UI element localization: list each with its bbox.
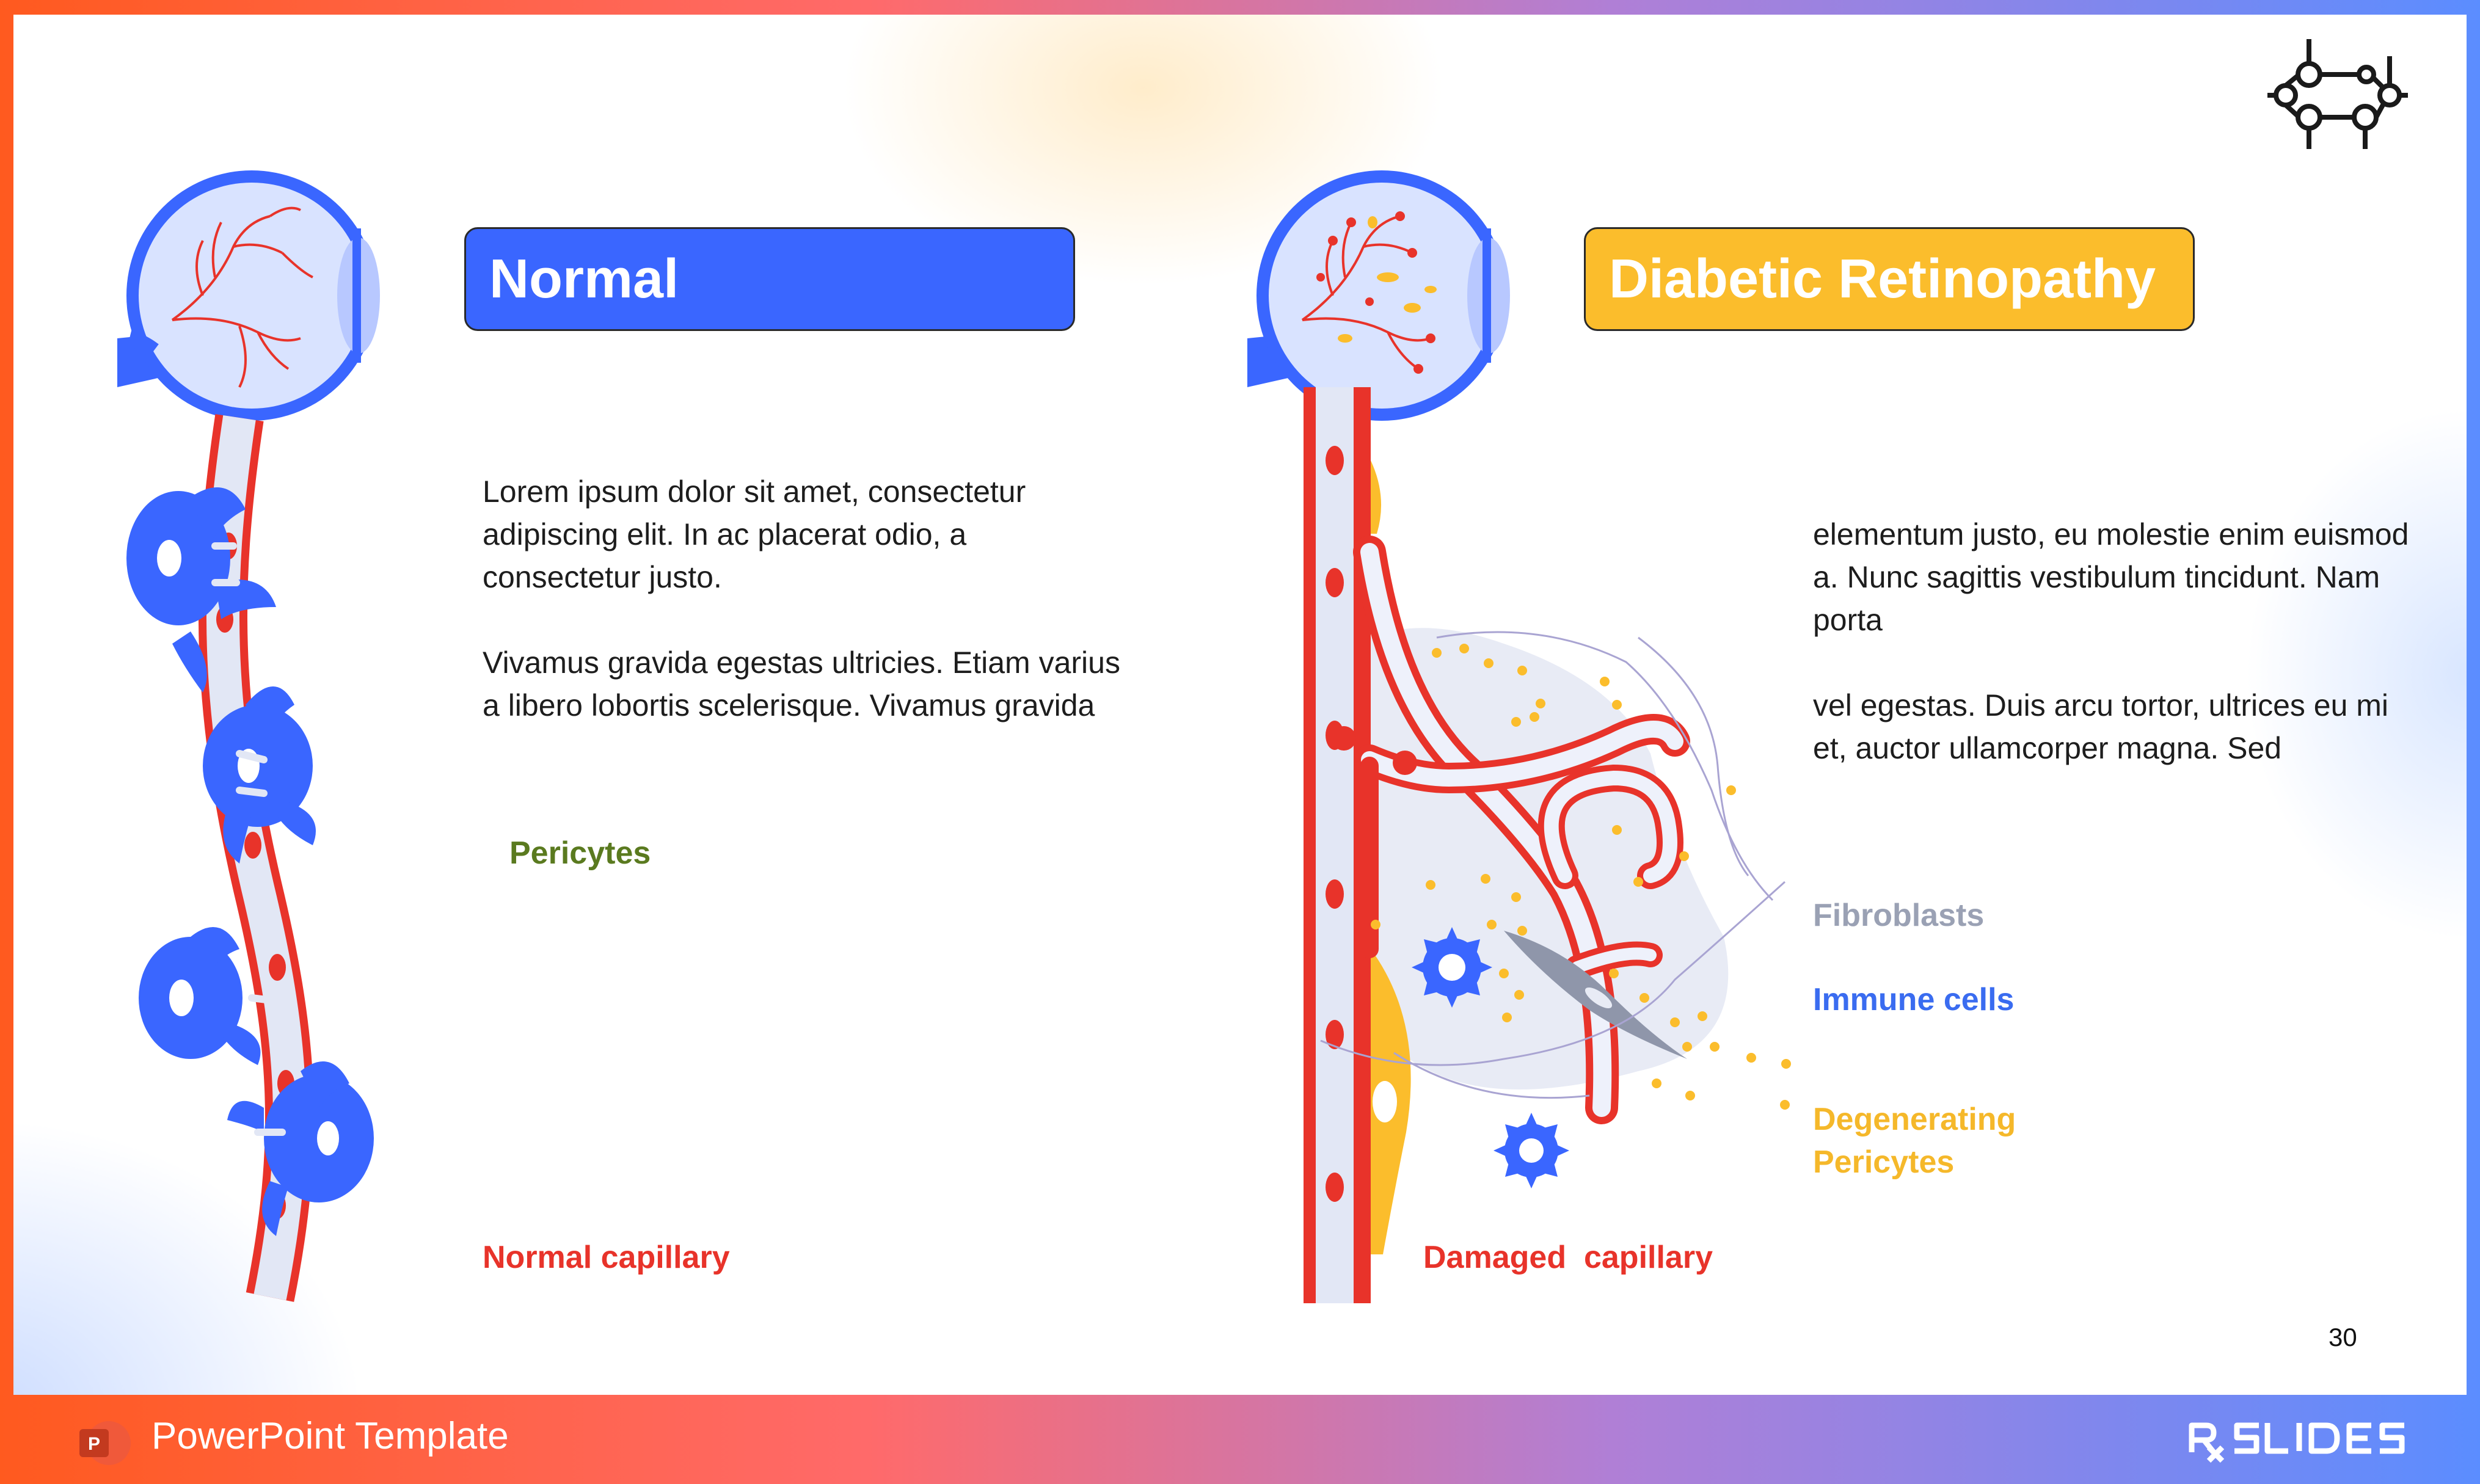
powerpoint-icon: P [79,1421,131,1465]
damaged-capillary-label: Damaged capillary [1423,1240,1713,1275]
normal-paragraph-2: Vivamus gravida egestas ultricies. Etiam… [483,646,1120,722]
fibroblasts-label: Fibroblasts [1813,898,1985,933]
damaged-eye-icon [1247,170,1510,421]
normal-paragraph-1: Lorem ipsum dolor sit amet, consectetur … [483,475,1026,594]
diabetic-description: elementum justo, eu molestie enim euismo… [1813,513,2430,812]
rxslides-logo [2189,1422,2405,1463]
degenerating-label-line-1: Degenerating [1813,1102,2016,1137]
normal-capillary-illustration [117,170,380,1302]
normal-header-text: Normal [489,248,679,310]
normal-description: Lorem ipsum dolor sit amet, consectetur … [483,470,1130,769]
footer-title: PowerPoint Template [151,1415,509,1457]
page-number: 30 [2329,1323,2357,1351]
degenerating-label-line-2: Pericytes [1813,1144,1955,1180]
normal-capillary-label: Normal capillary [483,1240,730,1275]
molecule-network-icon [2267,39,2408,149]
diabetic-retinopathy-header: Diabetic Retinopathy [1584,227,2195,331]
diabetic-paragraph-1: elementum justo, eu molestie enim euismo… [1813,517,2409,637]
immune-cells-label: Immune cells [1813,982,2015,1017]
svg-text:P: P [88,1434,100,1454]
normal-header: Normal [464,227,1075,331]
normal-eye-icon [117,170,380,421]
pericytes-label: Pericytes [509,835,651,871]
diabetic-retinopathy-header-text: Diabetic Retinopathy [1609,248,2156,310]
slide-canvas: Normal Lorem ipsum dolor sit amet, conse… [13,15,2467,1395]
immune-cell-icons [1412,927,1569,1188]
diabetic-paragraph-2: vel egestas. Duis arcu tortor, ultrices … [1813,688,2389,765]
damaged-capillary-illustration [1247,170,1791,1303]
degenerating-pericytes-label: Degenerating Pericytes [1813,1098,2016,1184]
